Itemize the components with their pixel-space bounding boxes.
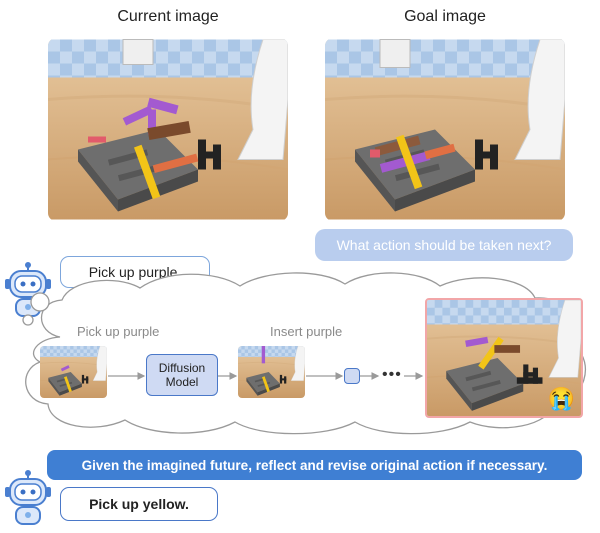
goal-image: [325, 38, 565, 221]
question-bubble: What action should be taken next?: [315, 229, 573, 261]
robot-avatar: [2, 470, 54, 528]
reflection-banner: Given the imagined future, reflect and r…: [47, 450, 582, 480]
diffusion-model-box: Diffusion Model: [146, 354, 218, 396]
diffusion-model-line2: Model: [165, 375, 199, 389]
step-label-pick-up-purple: Pick up purple: [77, 324, 160, 339]
flow-arrows: [108, 372, 424, 380]
step-label-insert-purple: Insert purple: [270, 324, 343, 339]
imagined-future-frame: 😭: [425, 298, 583, 418]
imagined-frame-1: [40, 346, 107, 398]
ellipsis: •••: [382, 366, 402, 383]
diffusion-model-line1: Diffusion: [158, 361, 206, 375]
current-image: [48, 38, 288, 221]
imagined-frame-2: [238, 346, 305, 398]
revised-answer-bubble: Pick up yellow.: [60, 487, 218, 521]
goal-image-caption: Goal image: [404, 8, 486, 25]
robot-avatar: [2, 262, 54, 320]
next-step-box: [344, 368, 360, 384]
current-image-caption: Current image: [117, 8, 219, 25]
crying-emoji: 😭: [547, 386, 575, 411]
